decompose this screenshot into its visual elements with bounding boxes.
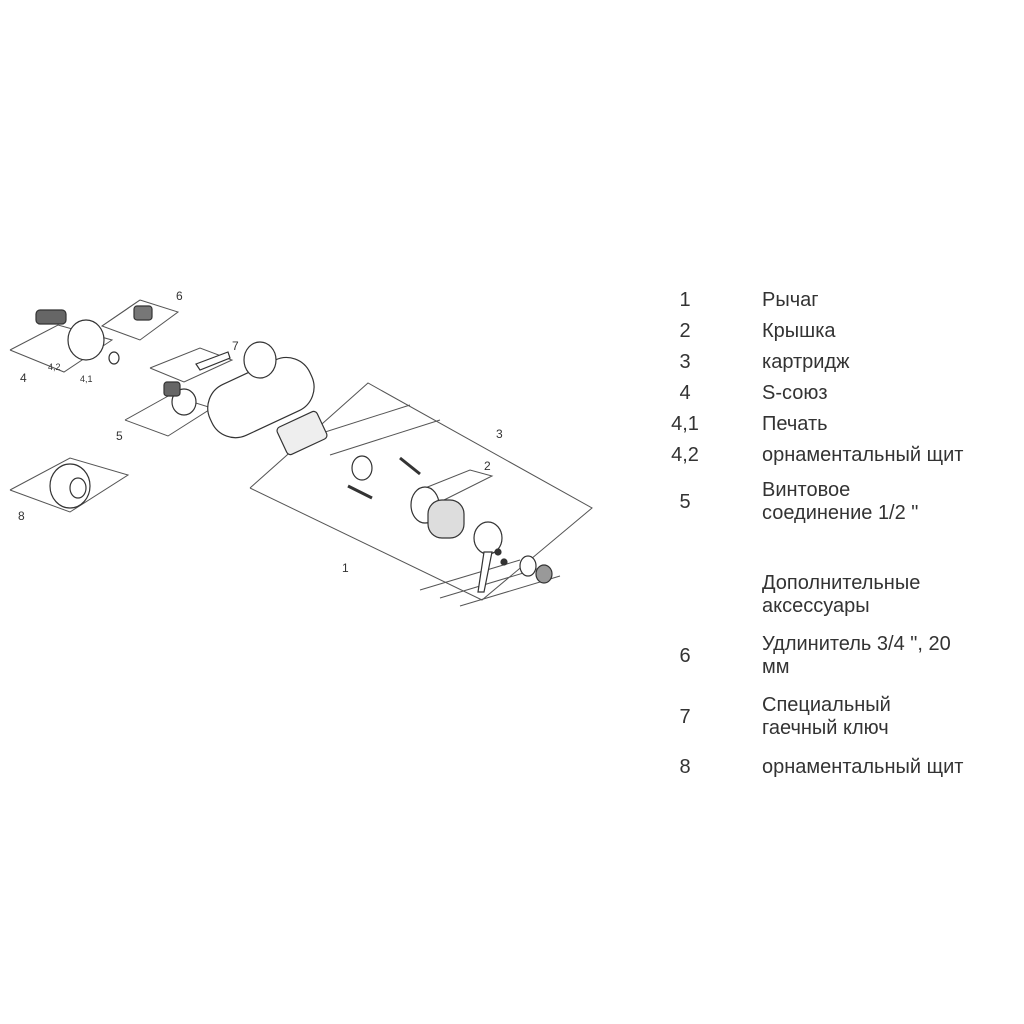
accessories-heading-line2: аксессуары [762,595,870,617]
part-4-box [9,324,114,373]
legend-num: 4 [679,382,691,404]
part-5-box [124,394,214,437]
ornamental-shield-disc [67,319,105,361]
callout-4-1: 4,1 [80,374,93,384]
accessories-heading-line1: Дополнительные [762,572,921,594]
legend-num: 6 [679,645,691,667]
lever-handle [477,551,493,593]
callout-1: 1 [342,561,349,575]
legend-num: 3 [679,351,691,373]
legend-label-line1: Специальный [762,694,891,716]
legend-label: картридж [762,351,850,373]
lever-cap-ring [519,555,537,577]
cartridge-ring [351,455,373,481]
exploded-view-diagram: 6 7 4 4,2 4,1 5 8 3 2 1 [9,289,593,607]
legend-label: орнаментальный щит [762,756,964,778]
legend-label: орнаментальный щит [762,444,964,466]
cover-sleeve [427,499,465,539]
part-6-box [100,299,180,341]
special-wrench-icon [195,351,231,371]
legend-label-line1: Удлинитель 3/4 ", 20 [762,633,951,655]
callout-3: 3 [496,427,503,441]
legend-num: 4,2 [671,444,699,466]
callout-4-2: 4,2 [48,362,61,372]
legend-label: Печать [762,413,828,435]
callout-5: 5 [116,429,123,443]
legend-label-line2: гаечный ключ [762,717,889,739]
callout-2: 2 [484,459,491,473]
legend-num: 7 [679,706,691,728]
legend-label-line1: Винтовое [762,479,851,501]
legend-num: 8 [679,756,691,778]
callout-8: 8 [18,509,25,523]
legend-label: Крышка [762,320,836,342]
callout-6: 6 [176,289,183,303]
legend-label-line2: соединение 1/2 " [762,502,919,524]
seal-washer [108,351,120,365]
legend-num: 5 [679,491,691,513]
legend-label-line2: мм [762,656,790,678]
callout-7: 7 [232,339,239,353]
cartridge-icon [276,410,328,456]
part-2-box [419,469,494,501]
legend-num: 1 [679,289,691,311]
legend-label: Рычаг [762,289,819,311]
legend-num: 4,1 [671,413,699,435]
legend-label: S-союз [762,382,828,404]
part-8-box [9,457,130,513]
callout-4: 4 [20,371,27,385]
legend-num: 2 [679,320,691,342]
extension-piece [133,305,153,321]
s-union-icon [35,309,67,325]
lever-cap [535,564,553,584]
part-7-box [149,347,234,383]
